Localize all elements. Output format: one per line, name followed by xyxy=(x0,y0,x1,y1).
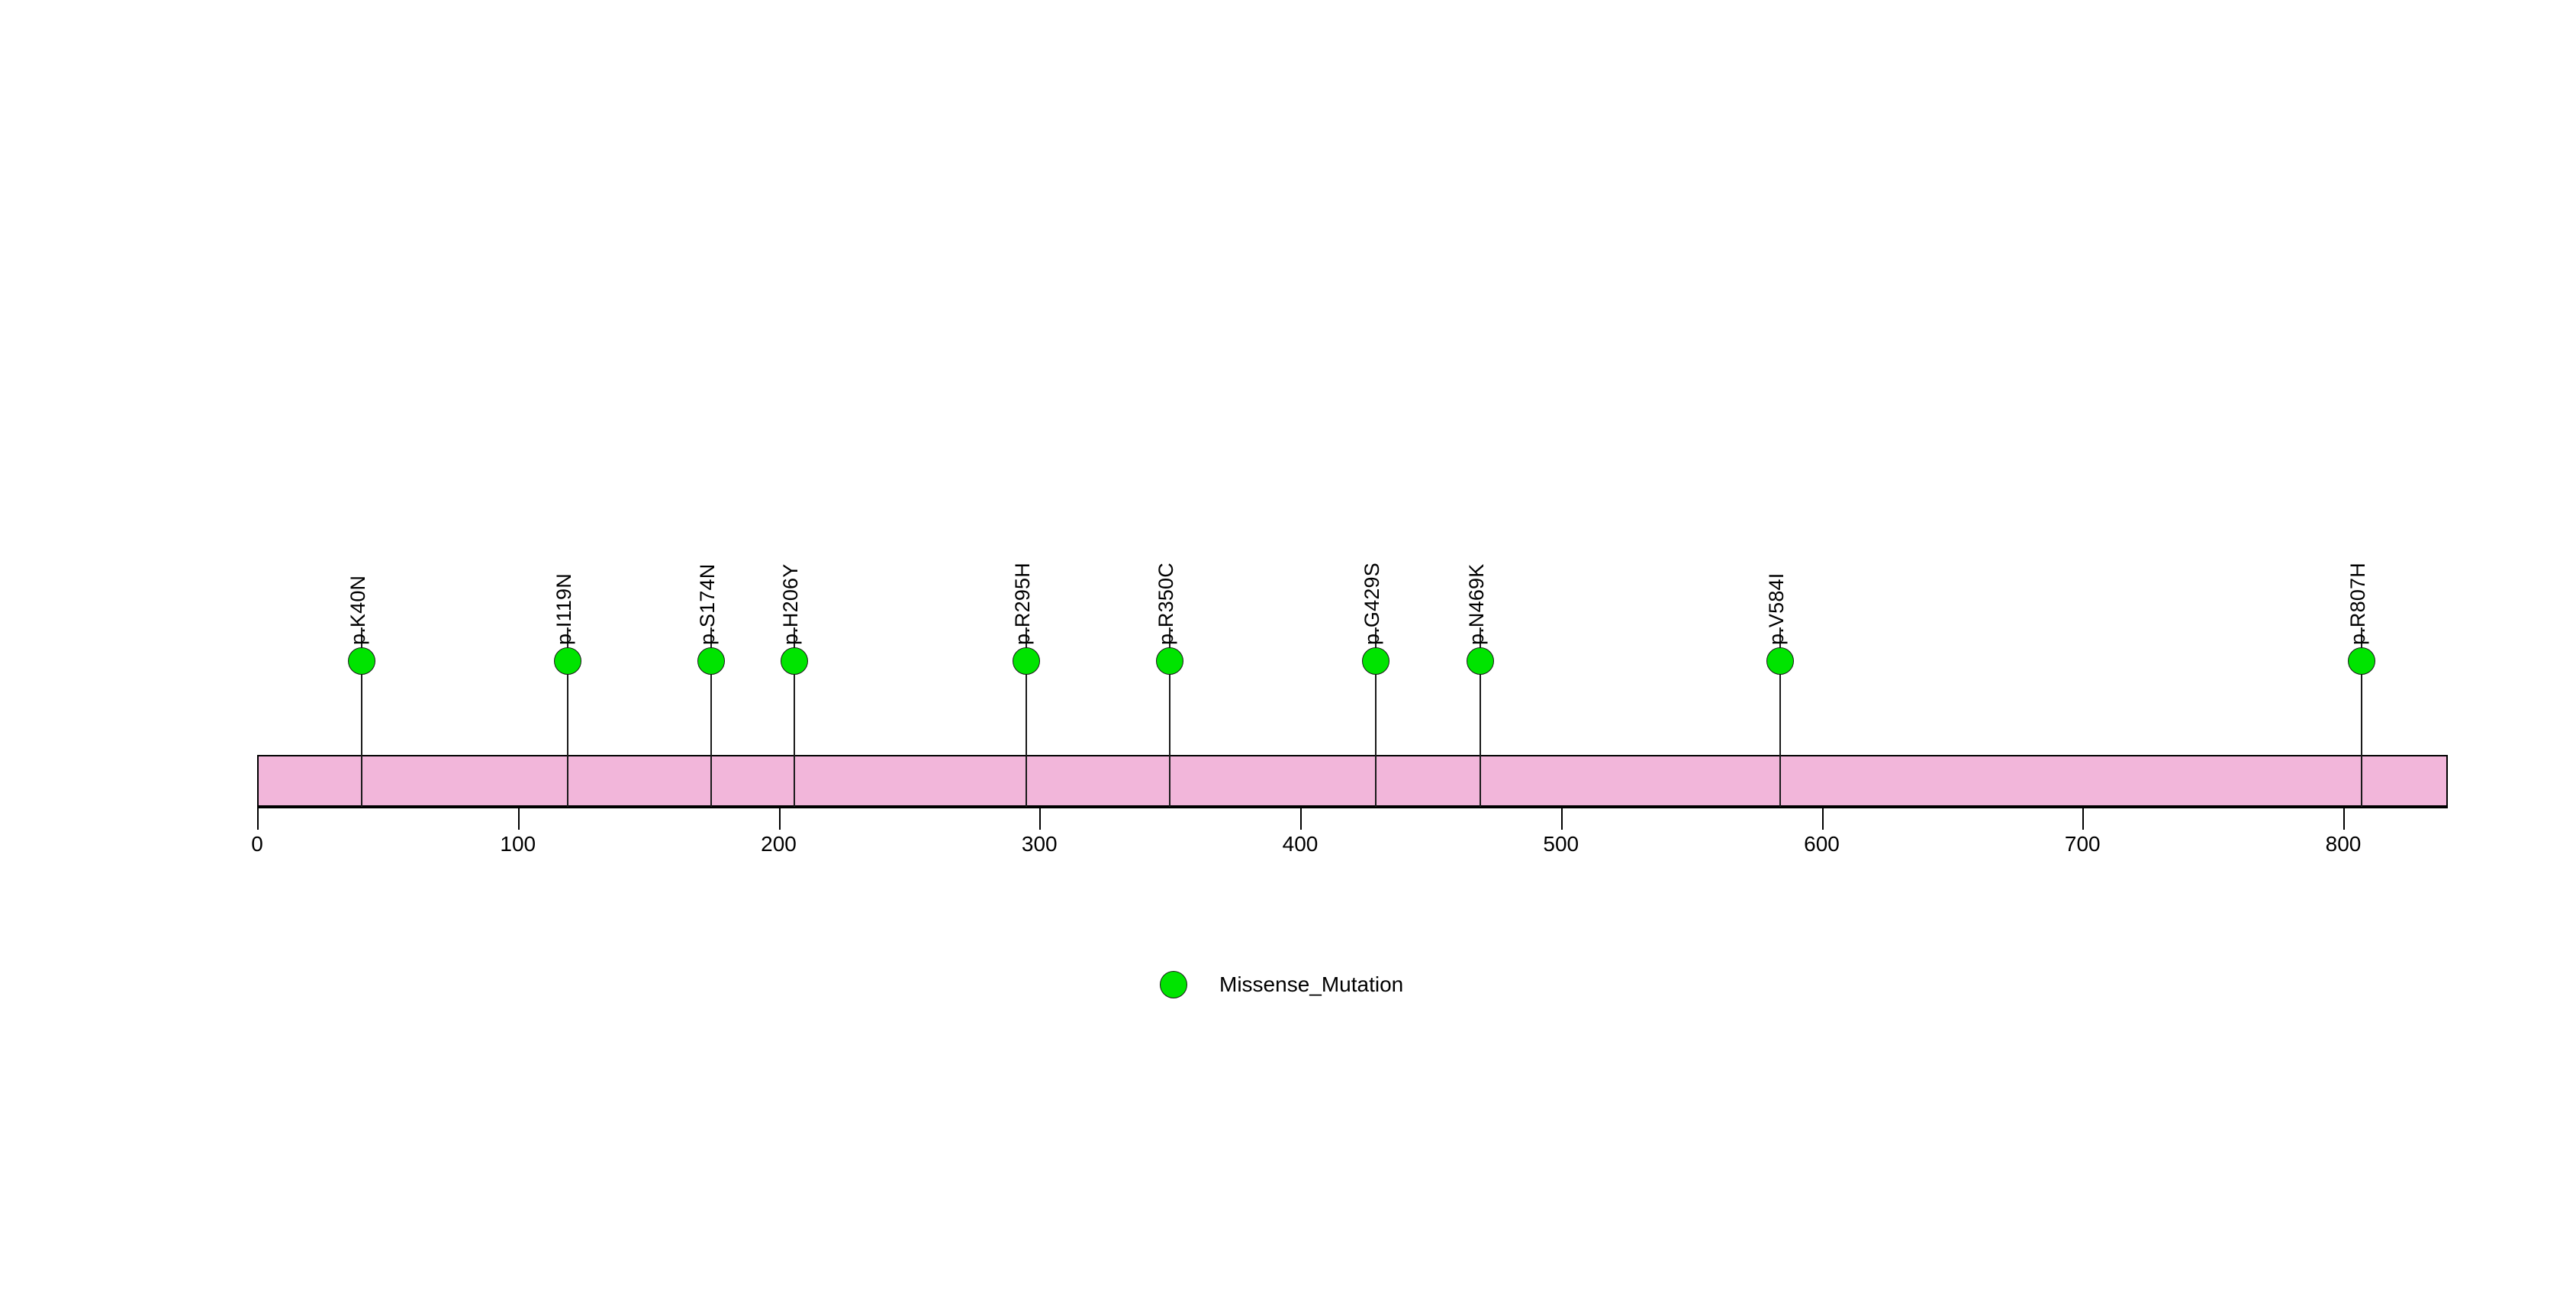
mutation-marker[interactable] xyxy=(1766,647,1794,675)
mutation-label: p.S174N xyxy=(695,563,719,645)
mutation-label: p.R807H xyxy=(2346,563,2369,645)
mutation-marker[interactable] xyxy=(553,647,581,675)
lollipop-stem xyxy=(1479,627,1481,807)
x-axis-tick xyxy=(2082,807,2085,830)
mutation-label: p.H206Y xyxy=(779,563,802,645)
x-axis-tick-label: 0 xyxy=(251,832,263,856)
mutation-marker[interactable] xyxy=(347,647,375,675)
x-axis-tick xyxy=(257,807,259,830)
mutation-label: p.I119N xyxy=(552,573,575,645)
legend-label: Missense_Mutation xyxy=(1219,972,1404,996)
mutation-marker[interactable] xyxy=(697,647,725,675)
mutation-label: p.N469K xyxy=(1464,563,1488,645)
protein-backbone xyxy=(257,755,2448,807)
x-axis-tick-label: 200 xyxy=(761,832,797,856)
x-axis-tick xyxy=(2343,807,2345,830)
mutation-label: p.V584I xyxy=(1764,572,1788,645)
lollipop-stem xyxy=(2360,627,2362,807)
mutation-marker[interactable] xyxy=(1362,647,1390,675)
mutation-marker[interactable] xyxy=(781,647,808,675)
lollipop-stem xyxy=(360,627,362,807)
mutation-label: p.G429S xyxy=(1360,563,1384,645)
mutation-marker[interactable] xyxy=(1013,647,1041,675)
x-axis-tick-label: 600 xyxy=(1804,832,1840,856)
mutation-label: p.R295H xyxy=(1011,563,1035,645)
x-axis-tick-label: 500 xyxy=(1543,832,1579,856)
x-axis-tick-label: 700 xyxy=(2064,832,2101,856)
x-axis-tick xyxy=(1300,807,1302,830)
mutation-marker[interactable] xyxy=(2347,647,2375,675)
x-axis-line xyxy=(257,807,2448,808)
legend-swatch-missense-mutation xyxy=(1160,971,1187,998)
lollipop-stem xyxy=(1169,627,1171,807)
mutation-label: p.R350C xyxy=(1154,563,1178,645)
x-axis-tick-label: 100 xyxy=(500,832,536,856)
lollipop-stem xyxy=(794,627,795,807)
legend: Missense_Mutation xyxy=(1160,971,1403,998)
mutation-marker[interactable] xyxy=(1156,647,1184,675)
mutation-label: p.K40N xyxy=(346,575,369,645)
x-axis-tick xyxy=(517,807,520,830)
x-axis-tick xyxy=(1560,807,1563,830)
lollipop-stem xyxy=(1026,627,1028,807)
lollipop-stem xyxy=(1375,627,1377,807)
x-axis-tick xyxy=(778,807,781,830)
mutation-marker[interactable] xyxy=(1466,647,1494,675)
x-axis-tick-label: 800 xyxy=(2325,832,2362,856)
x-axis-tick-label: 400 xyxy=(1282,832,1319,856)
x-axis-tick xyxy=(1821,807,1824,830)
lollipop-stem xyxy=(710,627,712,807)
x-axis-tick-label: 300 xyxy=(1021,832,1058,856)
x-axis-tick xyxy=(1039,807,1042,830)
lollipop-stem xyxy=(1779,627,1781,807)
lollipop-stem xyxy=(566,627,568,807)
